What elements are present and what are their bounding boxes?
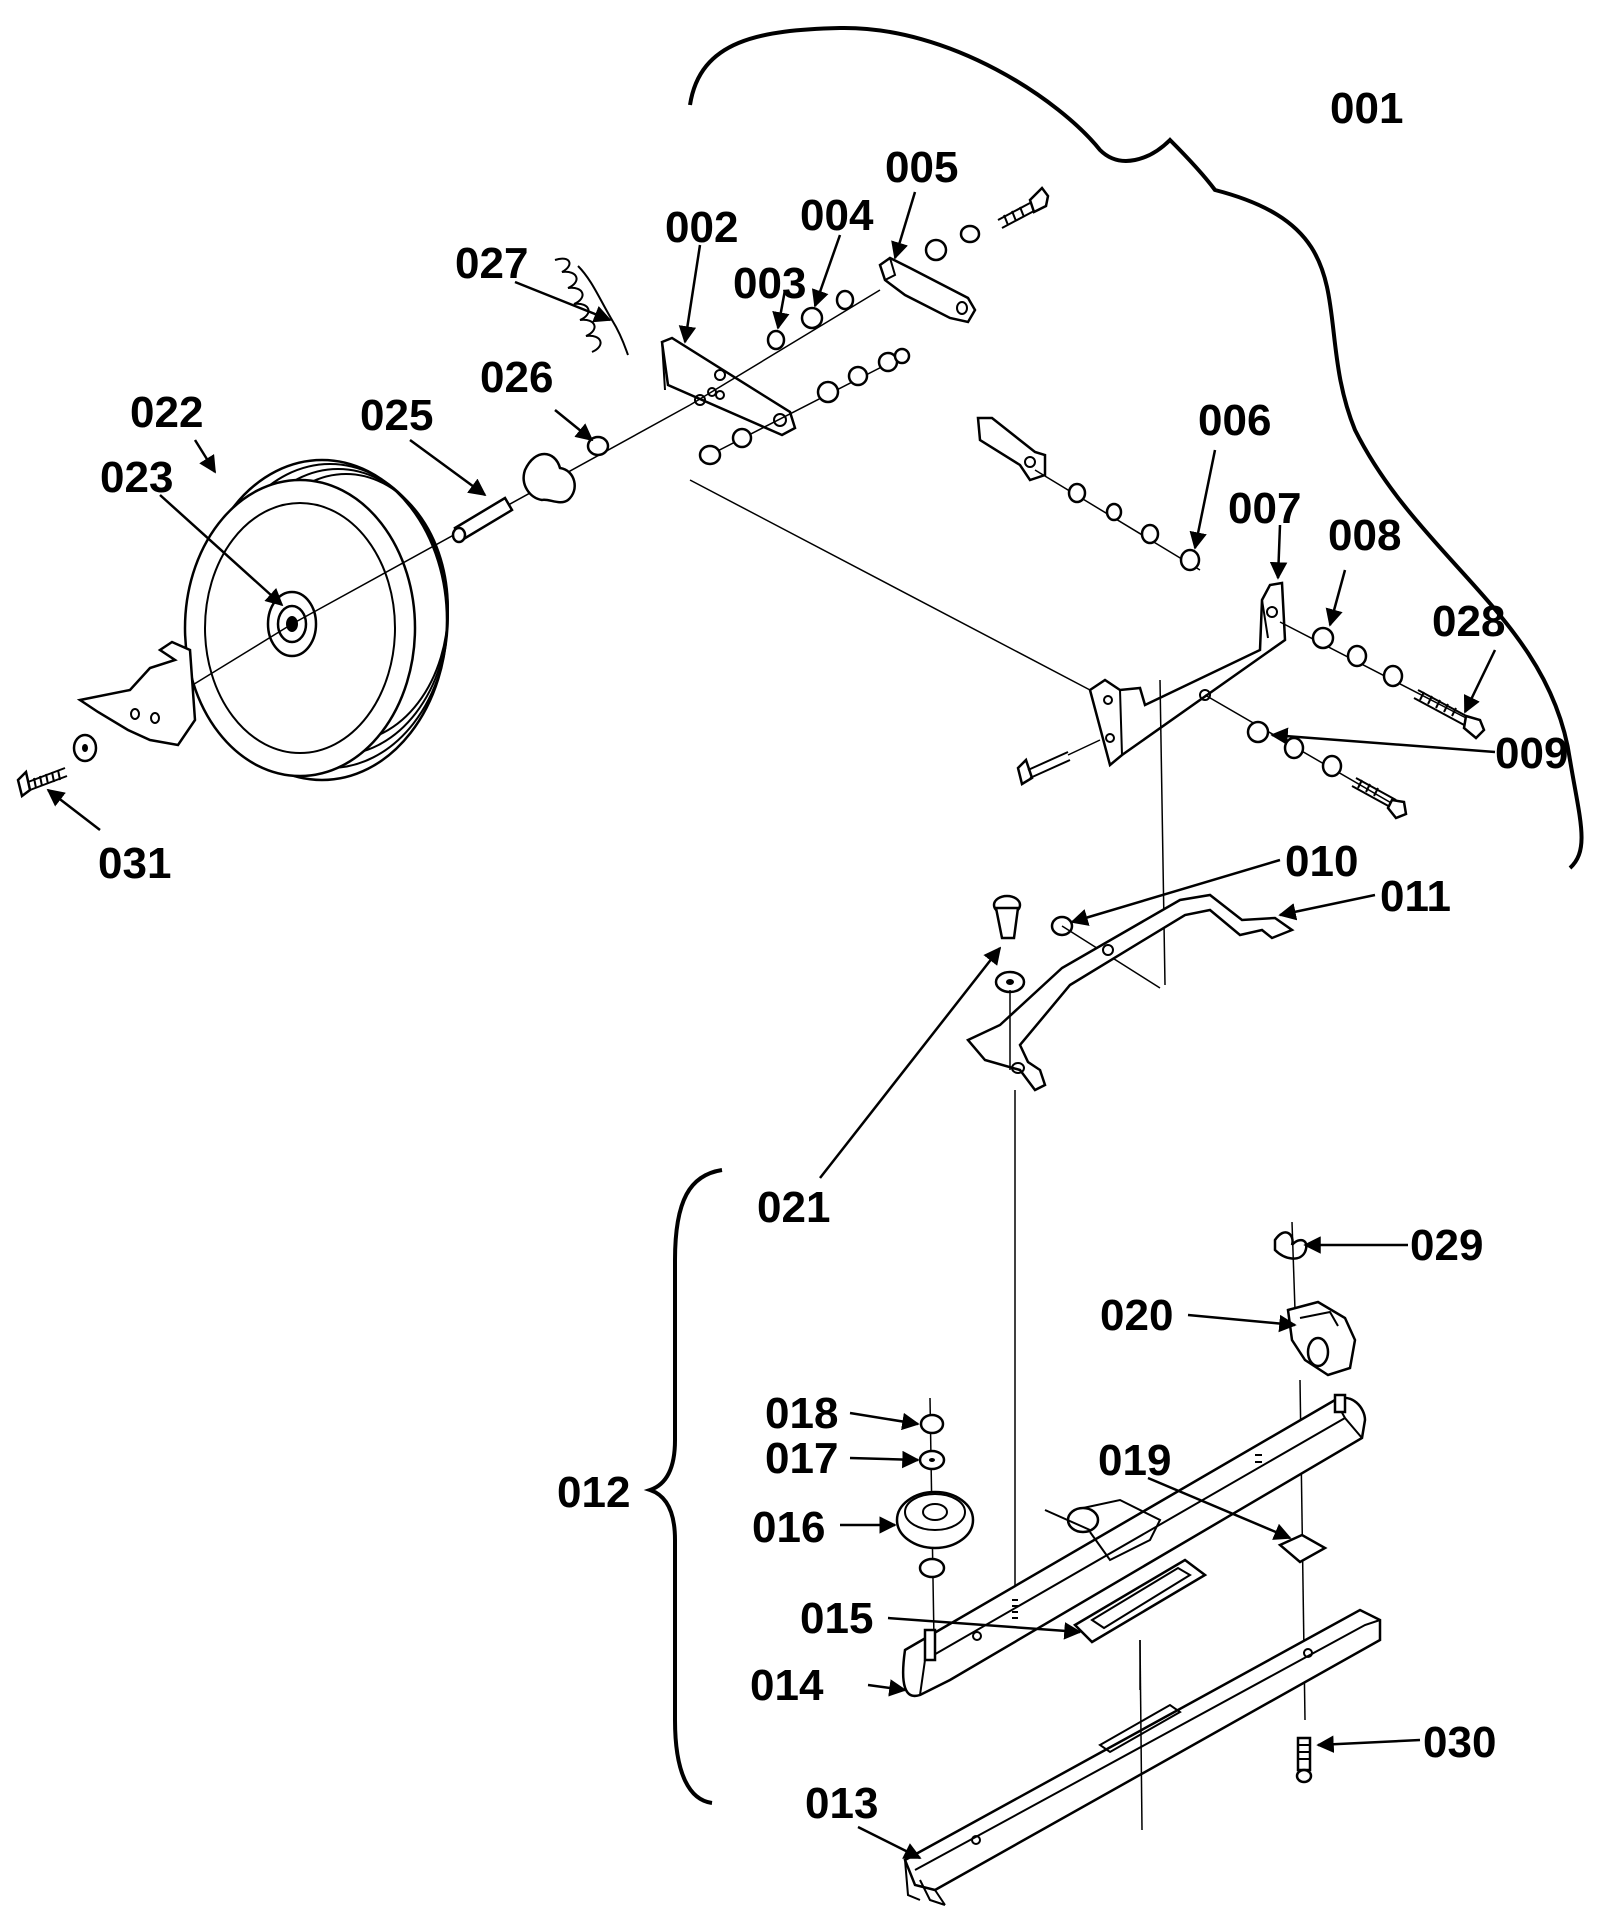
label-003: 003 (733, 259, 806, 308)
clip-019 (1277, 1533, 1328, 1564)
screw-031 (16, 733, 98, 799)
label-002: 002 (665, 203, 738, 252)
label-008: 008 (1328, 511, 1401, 560)
label-004: 004 (800, 191, 874, 240)
label-020: 020 (1100, 1291, 1173, 1340)
label-017: 017 (765, 1434, 838, 1483)
pin-post-left (923, 1628, 937, 1662)
pin-021 (992, 894, 1026, 994)
plate-002 (660, 336, 797, 437)
label-029: 029 (1410, 1221, 1483, 1270)
label-010: 010 (1285, 837, 1358, 886)
label-026: 026 (480, 353, 553, 402)
wheel-side-bracket (76, 640, 197, 747)
threaded-stud (1012, 1599, 1018, 1619)
roller-016 (895, 1490, 975, 1550)
axle-pin (451, 496, 514, 544)
label-006: 006 (1198, 396, 1271, 445)
label-013: 013 (805, 1779, 878, 1828)
label-012: 012 (557, 1468, 630, 1517)
clamp-block-020 (1286, 1300, 1357, 1377)
nut-009 (1246, 720, 1270, 744)
spring (554, 257, 629, 356)
wheel (183, 458, 449, 782)
label-016: 016 (752, 1503, 825, 1552)
brace-001 (688, 25, 1584, 870)
label-031: 031 (98, 839, 171, 888)
nut-008 (1311, 626, 1335, 650)
label-007: 007 (1228, 484, 1301, 533)
pin-post-right (1333, 1393, 1347, 1414)
wing-nut-029 (1273, 1231, 1308, 1260)
screw-028 (1413, 689, 1486, 740)
bracket-007 (1088, 581, 1287, 768)
bracket-006-tab (976, 416, 1047, 482)
label-027: 027 (455, 239, 528, 288)
nut-003 (766, 329, 786, 351)
label-030: 030 (1423, 1718, 1496, 1767)
label-015: 015 (800, 1594, 873, 1643)
label-021: 021 (757, 1183, 830, 1232)
label-019: 019 (1098, 1436, 1171, 1485)
label-005: 005 (885, 143, 958, 192)
cam-plate (522, 452, 576, 504)
washer-004 (800, 306, 824, 330)
label-009: 009 (1495, 729, 1568, 778)
label-023: 023 (100, 453, 173, 502)
screw-bracket-left (1016, 739, 1101, 786)
label-018: 018 (765, 1389, 838, 1438)
label-025: 025 (360, 391, 433, 440)
screw-top (924, 186, 1050, 262)
screw-009 (1351, 777, 1408, 820)
washer-026 (586, 435, 610, 457)
slot-plate-015 (1072, 1558, 1208, 1644)
label-011: 011 (1380, 872, 1451, 921)
bracket-005 (878, 256, 977, 324)
label-014: 014 (750, 1661, 824, 1710)
brace-012 (643, 1168, 723, 1805)
label-001: 001 (1330, 84, 1403, 133)
screw-030 (1295, 1736, 1313, 1784)
nut-018 (919, 1413, 945, 1435)
rail-013 (903, 1608, 1382, 1906)
bracket-011 (965, 893, 1295, 1092)
leader-lines (46, 191, 1497, 1860)
tube-part (1044, 1498, 1162, 1562)
label-022: 022 (130, 388, 203, 437)
label-028: 028 (1432, 597, 1505, 646)
washer-006 (1179, 548, 1201, 572)
